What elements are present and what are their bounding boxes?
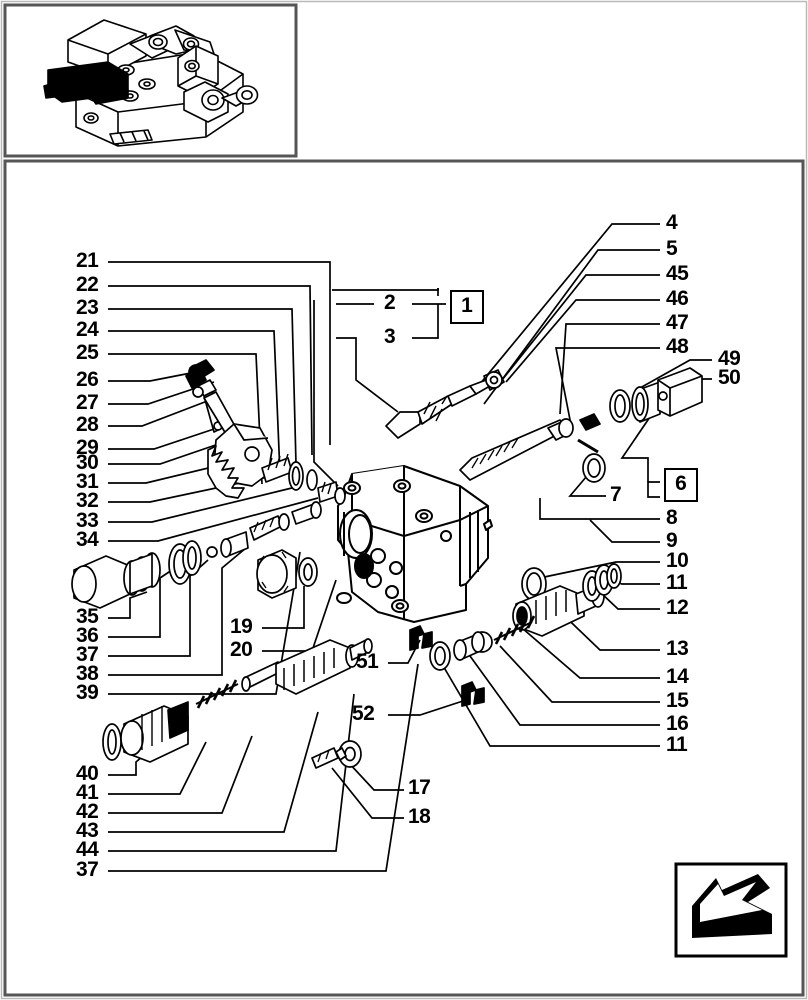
callout-33: 33 bbox=[76, 509, 99, 532]
callout-20: 20 bbox=[230, 638, 253, 661]
callout-35: 35 bbox=[76, 605, 99, 628]
callout-45: 45 bbox=[666, 262, 689, 285]
callout-52: 52 bbox=[352, 702, 375, 725]
callout-7: 7 bbox=[610, 483, 622, 506]
callout-5: 5 bbox=[666, 237, 678, 260]
callout-26: 26 bbox=[76, 368, 99, 391]
leader-lines-left-lower bbox=[108, 663, 419, 872]
callout-21: 21 bbox=[76, 249, 99, 272]
callout-31: 31 bbox=[76, 470, 99, 493]
part-group-2-3 bbox=[385, 369, 505, 439]
callout-23: 23 bbox=[76, 296, 99, 319]
callout-11: 11 bbox=[666, 571, 688, 594]
callout-30: 30 bbox=[76, 451, 99, 474]
callout-40: 40 bbox=[76, 762, 99, 785]
boxed-callout-1: 1 bbox=[450, 290, 484, 324]
boxed-callout-6: 6 bbox=[664, 468, 698, 502]
part-group-upper-right bbox=[459, 367, 703, 483]
callout-32: 32 bbox=[76, 489, 99, 512]
part-group-clips bbox=[409, 625, 485, 707]
part-group-left-spool bbox=[71, 501, 322, 609]
callout-22: 22 bbox=[76, 273, 99, 296]
callout-47: 47 bbox=[666, 311, 689, 334]
callout-37-lower: 37 bbox=[76, 858, 99, 881]
callout-24: 24 bbox=[76, 318, 99, 341]
callout-38: 38 bbox=[76, 662, 99, 685]
callout-34: 34 bbox=[76, 528, 99, 551]
callout-48: 48 bbox=[666, 335, 689, 358]
callout-11-lower: 11 bbox=[666, 733, 688, 756]
leader-lines-7-6 bbox=[568, 413, 660, 498]
callout-29: 29 bbox=[76, 436, 99, 459]
callout-50: 50 bbox=[718, 366, 741, 389]
callout-4: 4 bbox=[666, 211, 678, 234]
part-group-right-mid bbox=[429, 563, 622, 671]
callout-42: 42 bbox=[76, 800, 99, 823]
callout-36: 36 bbox=[76, 624, 99, 647]
callout-18: 18 bbox=[408, 805, 431, 828]
callout-10: 10 bbox=[666, 549, 689, 572]
valve-body-housing bbox=[336, 465, 493, 623]
part-group-19-20 bbox=[256, 549, 318, 599]
callout-17: 17 bbox=[408, 776, 431, 799]
callout-37: 37 bbox=[76, 643, 99, 666]
callout-16: 16 bbox=[666, 712, 689, 735]
callout-15: 15 bbox=[666, 689, 689, 712]
callout-9: 9 bbox=[666, 529, 678, 552]
leader-lines-2-3 bbox=[313, 288, 446, 487]
callout-25: 25 bbox=[76, 341, 99, 364]
callout-14: 14 bbox=[666, 665, 689, 688]
assembly-overview-inset bbox=[3, 3, 298, 158]
part-group-lower-left-spool bbox=[102, 638, 373, 763]
part-group-left-linkage bbox=[185, 359, 346, 505]
leader-lines-right-lower bbox=[441, 498, 660, 747]
callout-51: 51 bbox=[356, 650, 379, 673]
arrow-logo bbox=[674, 862, 788, 958]
callout-28: 28 bbox=[76, 413, 99, 436]
callout-39: 39 bbox=[76, 681, 99, 704]
main-frame-border bbox=[3, 159, 805, 997]
callout-13: 13 bbox=[666, 637, 689, 660]
callout-12: 12 bbox=[666, 596, 689, 619]
callout-19: 19 bbox=[230, 615, 253, 638]
callout-49: 49 bbox=[718, 347, 741, 370]
callout-43: 43 bbox=[76, 819, 99, 842]
callout-8: 8 bbox=[666, 506, 678, 529]
part-group-17-18 bbox=[311, 740, 362, 769]
callout-46: 46 bbox=[666, 287, 689, 310]
callout-44: 44 bbox=[76, 838, 99, 861]
callout-41: 41 bbox=[76, 781, 99, 804]
callout-27: 27 bbox=[76, 391, 99, 414]
callout-3: 3 bbox=[384, 325, 396, 348]
callout-2: 2 bbox=[384, 291, 396, 314]
